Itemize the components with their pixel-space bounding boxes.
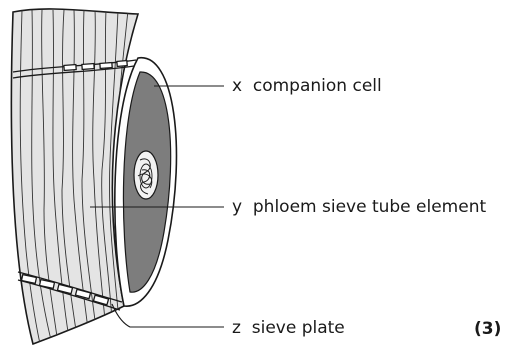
label-x-letter: x [232, 76, 242, 96]
label-z-letter: z [232, 318, 241, 338]
label-z-text: sieve plate [252, 318, 345, 338]
label-x: x companion cell [232, 78, 382, 95]
nucleus [134, 151, 158, 199]
label-x-text: companion cell [253, 76, 382, 96]
marks-badge: (3) [474, 321, 501, 338]
companion-cell [115, 58, 177, 306]
leader-z [112, 304, 224, 327]
label-y: y phloem sieve tube element [232, 199, 486, 216]
label-y-text: phloem sieve tube element [253, 197, 486, 217]
label-z: z sieve plate [232, 320, 345, 337]
label-y-letter: y [232, 197, 242, 217]
